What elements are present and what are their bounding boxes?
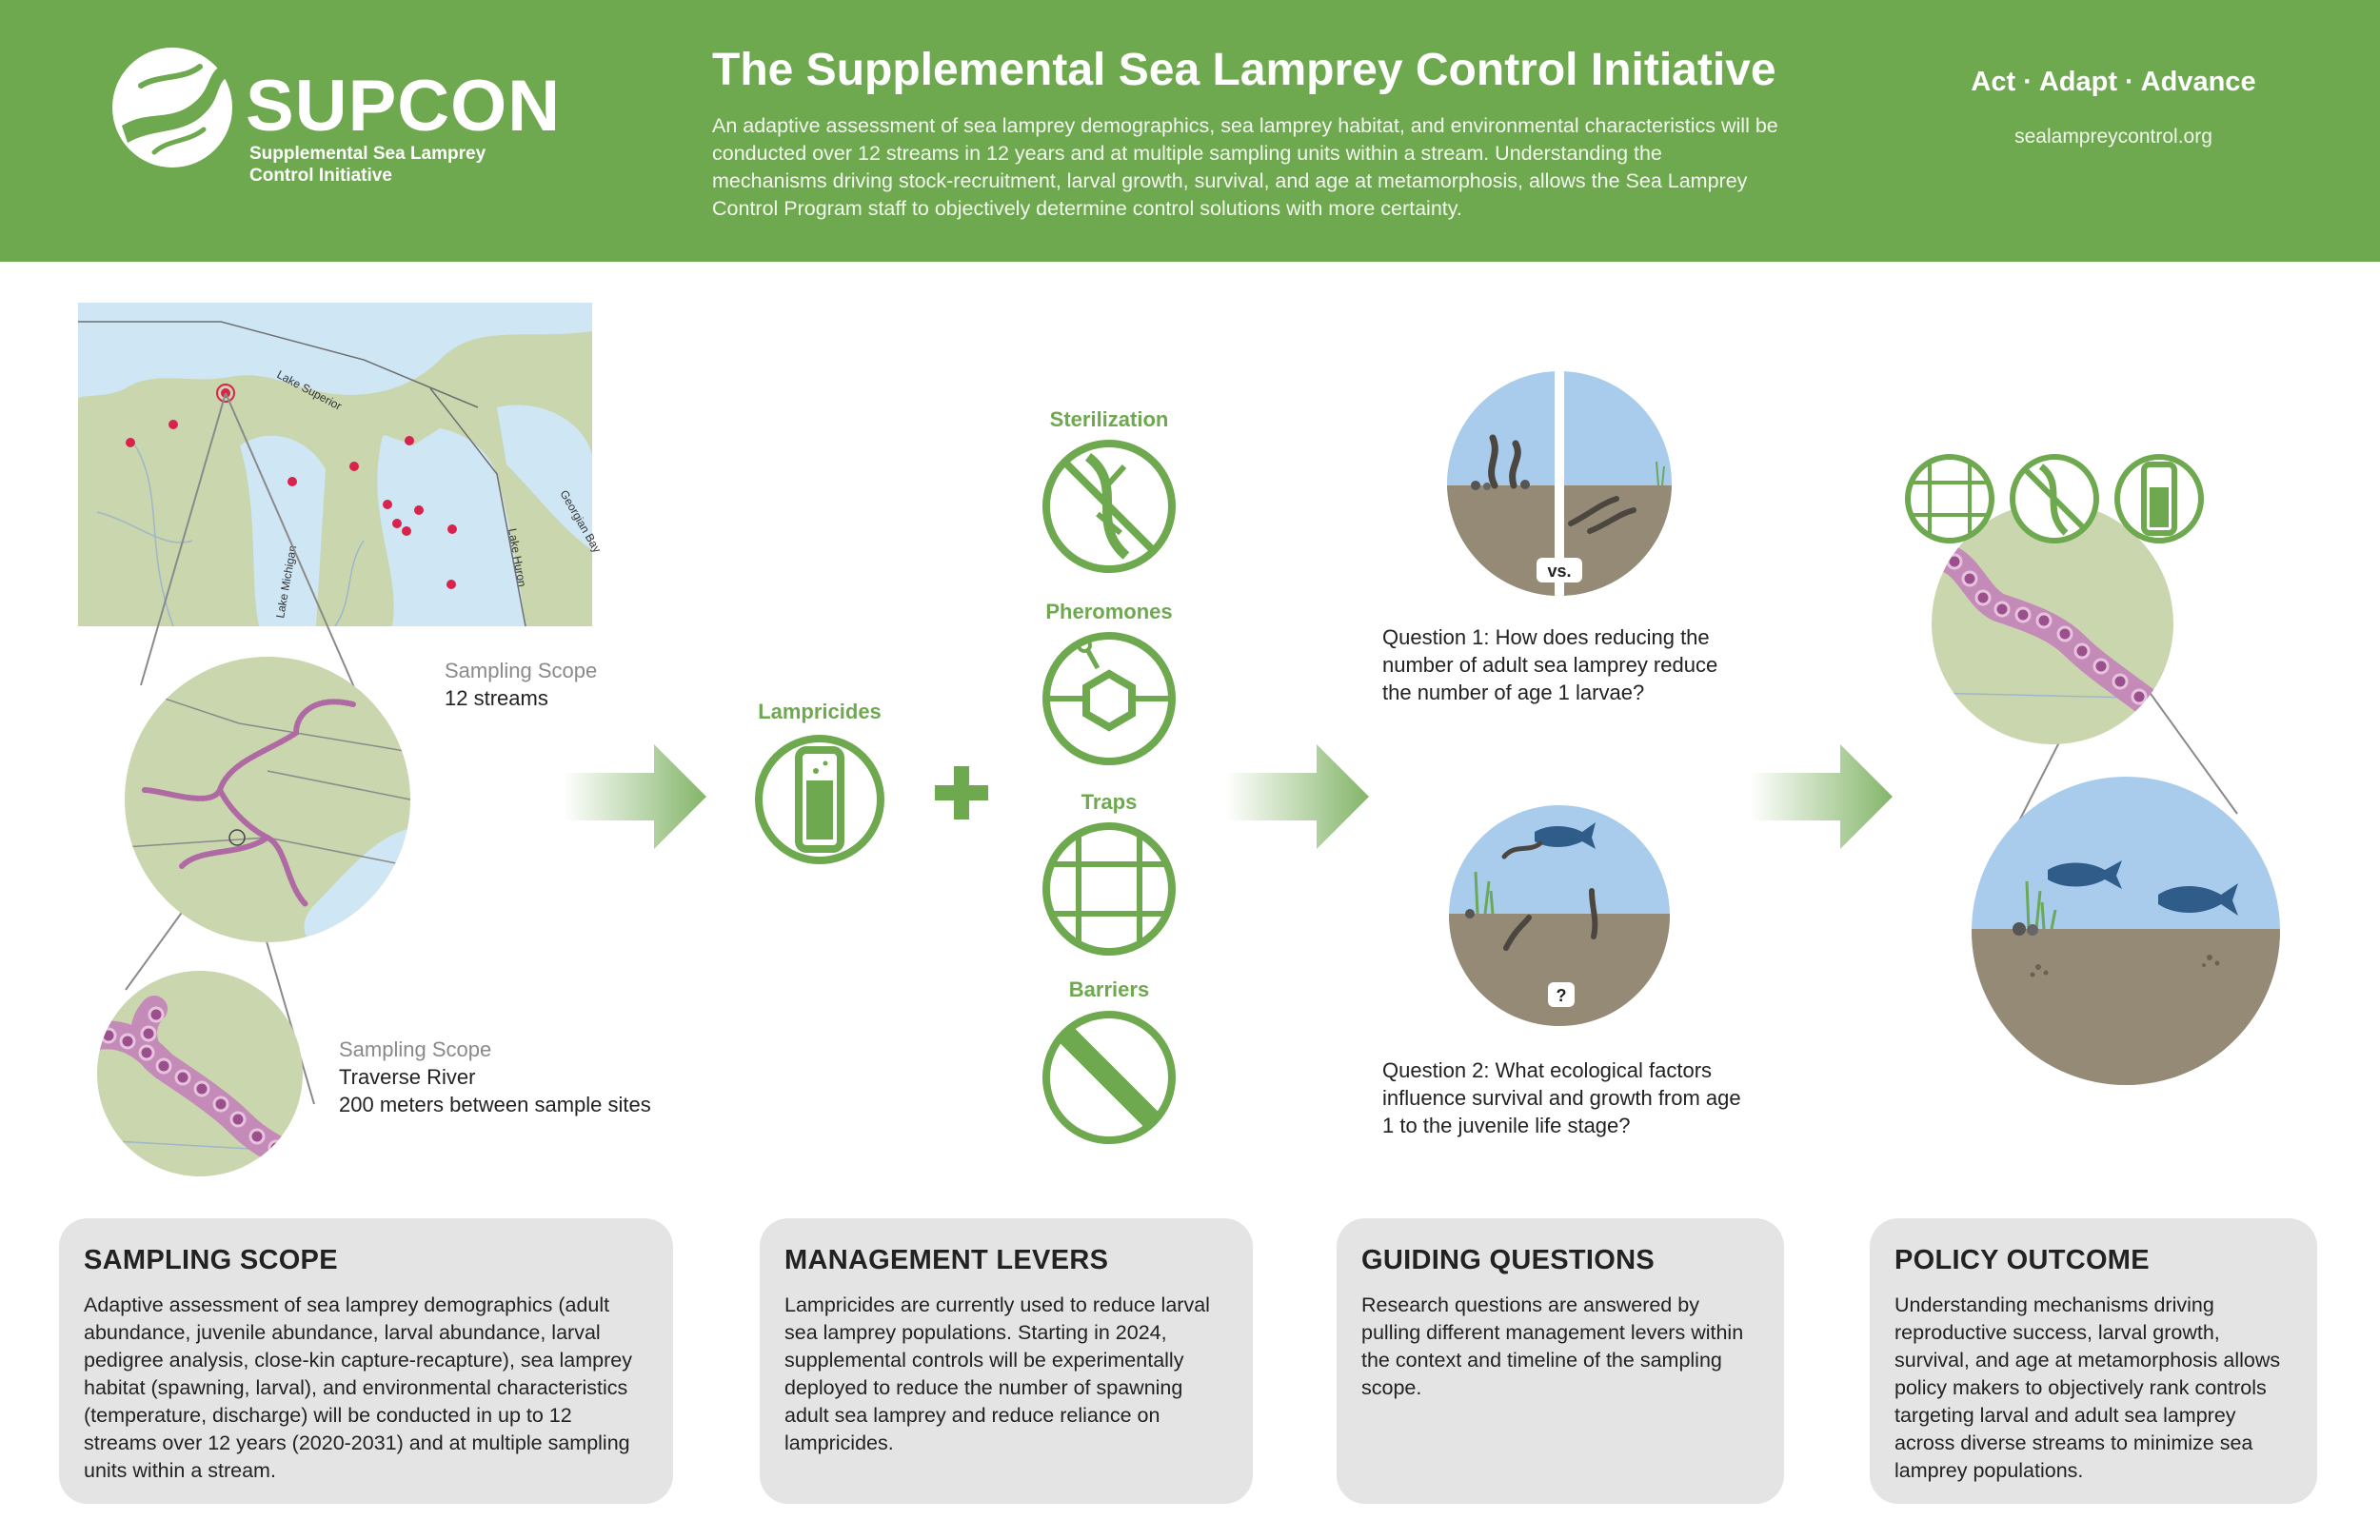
card-sampling-body: Adaptive assessment of sea lamprey demog… (84, 1293, 632, 1482)
page-title: The Supplemental Sea Lamprey Control Ini… (712, 45, 1776, 95)
stream-network-circle (125, 657, 410, 942)
sterilization-dna-icon (1042, 440, 1176, 573)
header-banner: SUPCON Supplemental Sea Lamprey Control … (0, 0, 2380, 262)
card-levers-title: MANAGEMENT LEVERS (784, 1245, 1109, 1275)
card-policy-title: POLICY OUTCOME (1894, 1245, 2150, 1275)
river-logo-icon (122, 64, 228, 155)
great-lakes-map: Lake Superior Lake Michigan Lake Huron G… (78, 303, 604, 627)
card-policy-outcome: POLICY OUTCOME Understanding mechanisms … (1870, 1218, 2317, 1504)
intro-text: An adaptive assessment of sea lamprey de… (712, 114, 1778, 220)
question2-unknown-scene: ? (1449, 805, 1670, 1026)
scope1-value: 12 streams (445, 686, 548, 710)
site-markers (126, 384, 457, 589)
scope1-caption: Sampling Scope (445, 659, 598, 682)
flow-arrow-2 (1226, 744, 1369, 849)
card-questions-body: Research questions are answered by pulli… (1361, 1293, 1744, 1399)
question-mark: ? (1557, 986, 1567, 1005)
question1-text: Question 1: How does reducing the number… (1382, 625, 1718, 704)
barrier-icon (1042, 1011, 1176, 1144)
supcon-logo (112, 48, 232, 168)
question2-text: Question 2: What ecological factors infl… (1382, 1058, 1741, 1137)
card-guiding-questions: GUIDING QUESTIONS Research questions are… (1337, 1218, 1784, 1504)
policy-sterilization-icon (2010, 454, 2099, 543)
scope1-label: Sampling Scope 12 streams (445, 657, 692, 712)
flow-arrow-3 (1750, 744, 1893, 849)
lampricide-vial-icon (755, 735, 884, 864)
barriers-label: Barriers (1068, 977, 1150, 1001)
website-link[interactable]: sealampreycontrol.org (2014, 126, 2212, 148)
scope2-detail: 200 meters between sample sites (339, 1093, 651, 1116)
trap-grid-icon (1042, 822, 1176, 956)
card-policy-body: Understanding mechanisms driving reprodu… (1894, 1293, 2281, 1482)
logo-wordmark: SUPCON (246, 66, 562, 147)
logo-subtitle: Supplemental Sea Lamprey Control Initiat… (249, 144, 486, 186)
card-sampling-scope: SAMPLING SCOPE Adaptive assessment of se… (59, 1218, 673, 1504)
scope2-caption: Sampling Scope (339, 1037, 492, 1061)
tagline: Act · Adapt · Advance (1971, 67, 2256, 97)
card-sampling-title: SAMPLING SCOPE (84, 1245, 338, 1275)
question1-vs-scene: vs. (1447, 371, 1672, 596)
scope2-label: Sampling Scope Traverse River 200 meters… (339, 1036, 701, 1118)
flow-arrow-1 (564, 744, 706, 849)
card-management-levers: MANAGEMENT LEVERS Lampricides are curren… (760, 1218, 1253, 1504)
card-levers-body: Lampricides are currently used to reduce… (784, 1293, 1210, 1454)
vs-label: vs. (1547, 562, 1571, 581)
scope2-value: Traverse River (339, 1065, 476, 1089)
river-reach-circle (97, 971, 303, 1176)
pheromones-label: Pheromones (1045, 600, 1173, 623)
policy-healthy-stream-scene (1972, 777, 2280, 1085)
lampricides-label: Lampricides (758, 700, 882, 723)
policy-vial-icon (2114, 454, 2204, 543)
plus-icon (935, 766, 988, 819)
sterilization-label: Sterilization (1049, 407, 1169, 431)
card-questions-title: GUIDING QUESTIONS (1361, 1245, 1656, 1275)
policy-trap-icon (1905, 454, 1994, 543)
traps-label: Traps (1081, 790, 1138, 814)
pheromone-molecule-icon (1042, 632, 1176, 765)
